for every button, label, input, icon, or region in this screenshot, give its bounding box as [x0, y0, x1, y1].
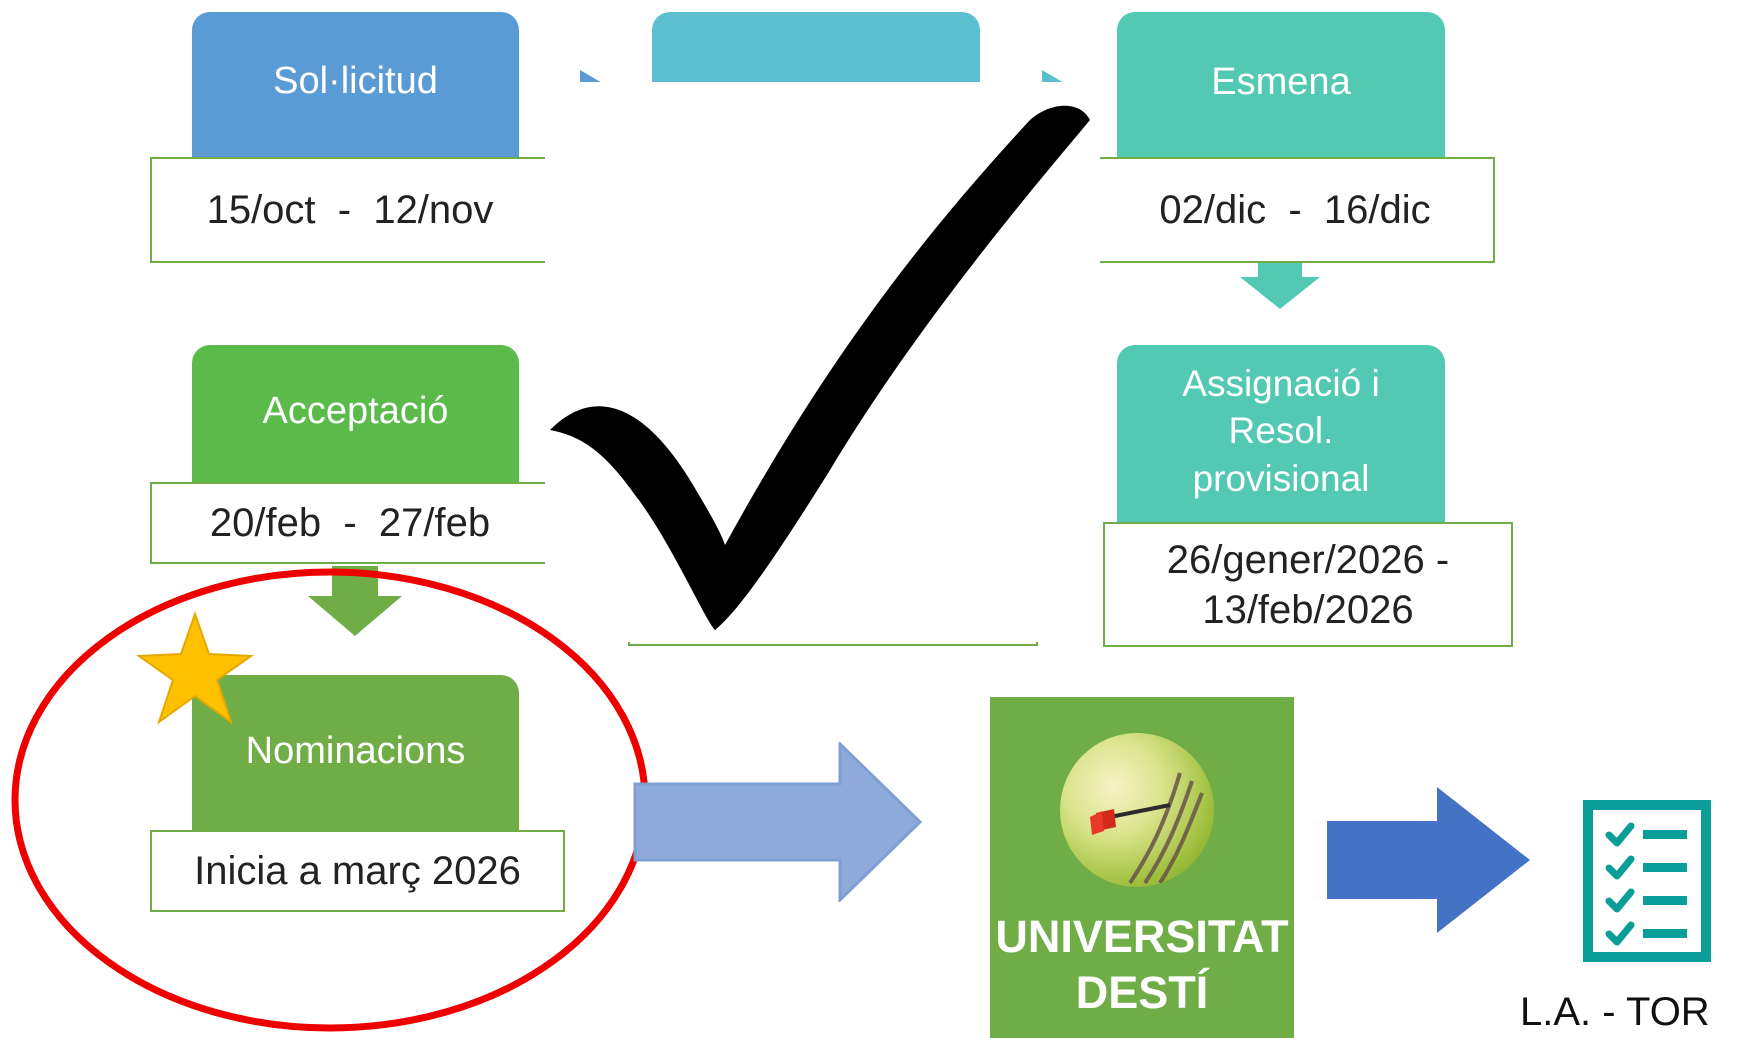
arrow-right-icon	[633, 742, 923, 902]
step-nominacions-header: Nominacions	[192, 675, 519, 835]
step-acceptacio-title: Acceptació	[262, 389, 449, 432]
step-esmena-dates: 02/dic - 16/dic	[1095, 157, 1495, 263]
step-assignacio-dates: 26/gener/2026 - 13/feb/2026	[1103, 522, 1513, 647]
step-assignacio-title-line1: Assignació i	[1182, 362, 1380, 404]
step-assignacio-header: Assignació i Resol. provisional	[1117, 345, 1445, 525]
step-esmena-header: Esmena	[1117, 12, 1445, 160]
university-destination-tile: UNIVERSITAT DESTÍ	[990, 697, 1294, 1038]
arrow-down-icon	[1240, 263, 1320, 309]
step-solicitud-header: Sol·licitud	[192, 12, 519, 158]
step-solicitud-title: Sol·licitud	[273, 59, 438, 102]
step-assignacio-title-line2: Resol.	[1228, 410, 1334, 452]
step-nominacions-dates: Inicia a març 2026	[150, 830, 565, 912]
step-solicitud-dates: 15/oct - 12/nov	[150, 157, 550, 263]
step-nominacions-title: Nominacions	[245, 729, 466, 772]
step-assignacio-dates-line1: 26/gener/2026 -	[1166, 537, 1450, 582]
arrow-down-icon	[308, 566, 402, 636]
star-icon	[136, 610, 254, 725]
step-acceptacio-header: Acceptació	[192, 345, 519, 485]
step-esmena-title: Esmena	[1211, 60, 1351, 103]
tor-label: L.A. - TOR	[1520, 990, 1710, 1034]
step-assignacio-title-line3: provisional	[1192, 457, 1370, 499]
arrow-right-icon	[1327, 787, 1530, 933]
checklist-icon	[1583, 800, 1711, 962]
step-acceptacio-dates: 20/feb - 27/feb	[150, 482, 550, 564]
checkmark-overlay	[550, 105, 1090, 631]
university-line2: DESTÍ	[1075, 967, 1209, 1019]
university-line1: UNIVERSITAT	[995, 911, 1289, 962]
step-assignacio-dates-line2: 13/feb/2026	[1202, 587, 1414, 632]
dart-target-icon	[1060, 733, 1214, 887]
